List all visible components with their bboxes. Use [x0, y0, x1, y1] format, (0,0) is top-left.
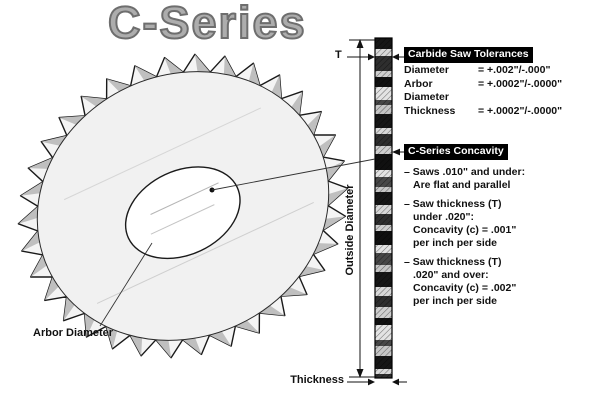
tolerance-value: = +.0002"/-.0000" — [478, 105, 563, 117]
concavity-line: per inch per side — [413, 295, 498, 307]
concavity-line: Concavity (c) = .001" — [413, 224, 517, 236]
tolerances-panel: Carbide Saw Tolerances Diameter = +.002"… — [404, 47, 596, 118]
concavity-line: Concavity (c) = .002" — [413, 282, 517, 294]
concavity-item: – Saws .010" and under: Are flat and par… — [404, 166, 596, 192]
thickness-label: Thickness — [290, 374, 344, 386]
saw-blade-side-view — [374, 37, 393, 379]
concavity-item: – Saw thickness (T) under .020": Concavi… — [404, 198, 596, 250]
concavity-line: – Saw thickness (T) — [404, 198, 502, 210]
arrow-up-icon — [356, 39, 364, 48]
page-title: C-Series — [107, 0, 307, 48]
tolerance-label: Diameter — [404, 64, 449, 76]
tolerance-row: Diameter = +.002"/-.000" — [404, 64, 596, 77]
tolerance-value: = +.0002"/-.0000" — [478, 78, 563, 90]
arrow-right-icon — [368, 378, 375, 386]
concavity-line: .020" and over: — [413, 269, 489, 281]
concavity-panel: C-Series Concavity – Saws .010" and unde… — [404, 144, 596, 308]
dimension-lines — [347, 39, 407, 386]
arrow-left-icon — [392, 378, 399, 386]
concavity-line: Are flat and parallel — [413, 179, 511, 191]
tolerance-row: Thickness = +.0002"/-.0000" — [404, 105, 596, 118]
tolerance-label: Thickness — [404, 105, 456, 117]
outside-diameter-label: Outside Diameter — [344, 184, 356, 276]
concavity-line: under .020": — [413, 211, 474, 223]
tolerance-value: = +.002"/-.000" — [478, 64, 551, 76]
leader-lines — [99, 158, 376, 327]
tolerance-label: Arbor Diameter — [404, 78, 449, 103]
concavity-header: C-Series Concavity — [404, 144, 508, 160]
arbor-diameter-label: Arbor Diameter — [33, 327, 114, 339]
concavity-item: – Saw thickness (T) .020" and over: Conc… — [404, 256, 596, 308]
arrow-down-icon — [356, 369, 364, 378]
tolerance-row: Arbor Diameter = +.0002"/-.0000" — [404, 78, 596, 104]
arrow-right-icon — [368, 53, 375, 61]
t-dimension-label: T — [335, 49, 342, 61]
arrow-left-icon — [392, 53, 399, 61]
concavity-line: – Saws .010" and under: — [404, 166, 526, 178]
concavity-line: per inch per side — [413, 237, 498, 249]
tolerances-header: Carbide Saw Tolerances — [404, 47, 533, 63]
saw-blade-front-view — [17, 53, 349, 359]
concavity-line: – Saw thickness (T) — [404, 256, 502, 268]
arrow-left-icon — [392, 148, 400, 156]
